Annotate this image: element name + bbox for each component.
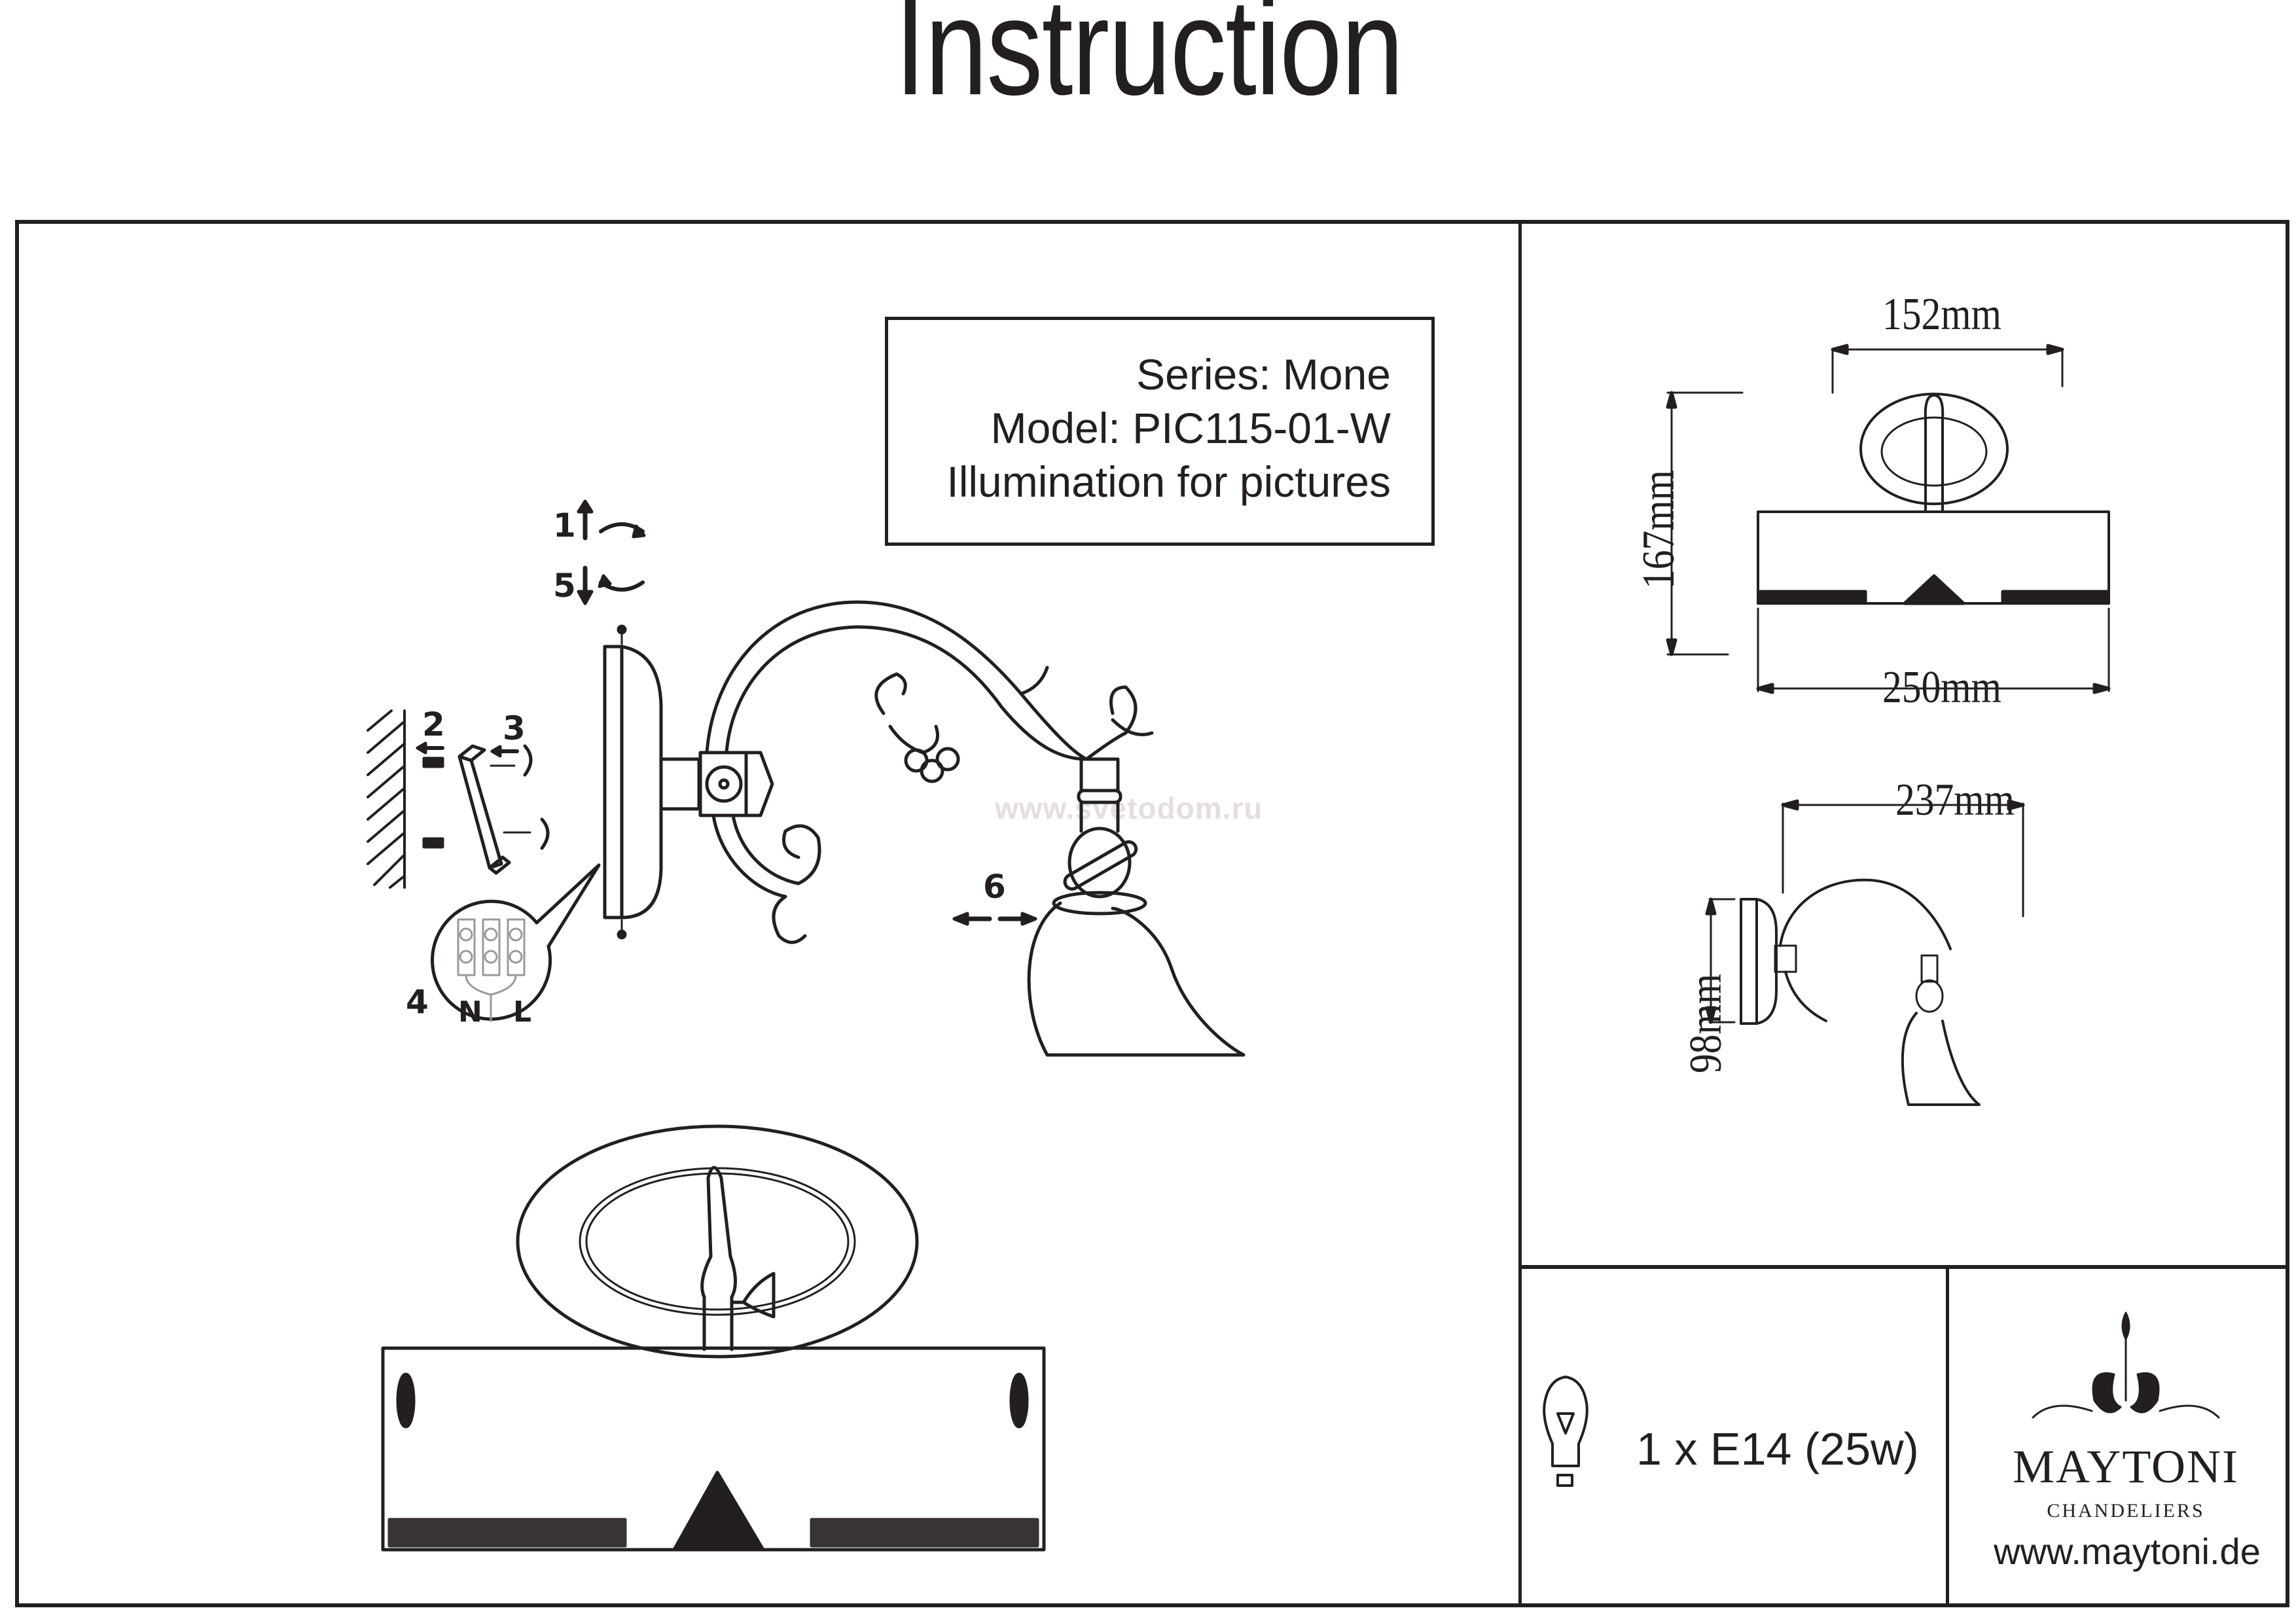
wall-plug-icon [416, 741, 444, 849]
screw-down-icon [577, 565, 645, 605]
purpose-label: Illumination for pictures [946, 457, 1391, 506]
double-arrow-icon [952, 912, 1037, 926]
main-divider-vertical [1518, 223, 1522, 1605]
document-title: Instruction [894, 0, 1404, 124]
info-divider-vertical [1946, 1267, 1949, 1605]
model-label: Model: PIC115-01-W [990, 404, 1391, 452]
info-divider-horizontal [1518, 1265, 2287, 1269]
wall-backplate [603, 624, 663, 940]
brand-subtitle: CHANDELIERS [2047, 1500, 2205, 1522]
dim-side-depth: 237mm [1895, 775, 2015, 825]
lamp-shade [1027, 757, 1246, 1057]
step-3-number: 3 [503, 709, 526, 747]
chandelier-logo-icon [2032, 1311, 2220, 1419]
product-info-box: Series: Mone Model: PIC115-01-W Illumina… [885, 317, 1435, 546]
mounting-bracket-icon [457, 744, 550, 875]
brand-website: www.maytoni.de [1994, 1531, 2261, 1572]
bulb-spec: 1 x E14 (25w) [1636, 1423, 1919, 1474]
wall-hatch-icon [367, 709, 406, 889]
unscrew-up-icon [577, 499, 646, 541]
step-2-number: 2 [422, 705, 445, 743]
page-frame [15, 220, 2289, 1607]
brand-name: MAYTONI [2012, 1440, 2240, 1493]
step-6-number: 6 [983, 868, 1006, 906]
front-dimension-drawing [1666, 344, 2111, 694]
watermark: www.svetodom.ru [995, 791, 1263, 825]
step-1-number: 1 [553, 507, 576, 544]
front-view-drawing [381, 1124, 1046, 1552]
light-bulb-icon [1543, 1376, 1588, 1487]
dim-front-top-width: 152mm [1882, 289, 2001, 340]
terminal-block-icon [431, 863, 601, 1022]
step-5-number: 5 [553, 567, 576, 605]
series-label: Series: Mone [1136, 350, 1391, 399]
side-dimension-drawing [1705, 799, 2025, 1106]
step-4-number: 4 [406, 983, 429, 1021]
lamp-arm [660, 600, 1154, 944]
